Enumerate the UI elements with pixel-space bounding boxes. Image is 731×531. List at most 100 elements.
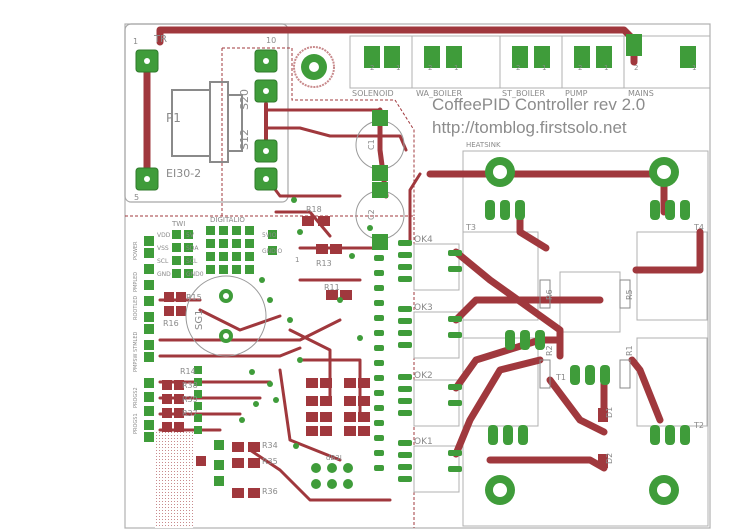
ref-one-label: 1 bbox=[295, 256, 299, 264]
opto-pads bbox=[398, 240, 462, 482]
twi-pin-3: GND bbox=[157, 271, 171, 278]
mount-hole-top bbox=[293, 46, 335, 88]
dio-right-0: 5VIO bbox=[262, 232, 277, 239]
pin2-0: 2 bbox=[370, 64, 374, 72]
twi-label: TWI bbox=[171, 220, 185, 228]
resistor-label-r39: R39 bbox=[182, 395, 198, 404]
resistor-label-r16: R16 bbox=[163, 319, 179, 328]
resistor-label-r13: R13 bbox=[316, 259, 332, 268]
s20-label: S20 bbox=[238, 89, 251, 110]
pin2-4: 2 bbox=[634, 64, 638, 72]
resistor-label-r34: R34 bbox=[262, 441, 278, 450]
dio-right-1: GNDIO bbox=[262, 248, 283, 255]
misc-label-r2: R2 bbox=[545, 345, 554, 356]
resistor-label-r38: R38 bbox=[182, 381, 198, 390]
twi-pin-0: VDD bbox=[157, 232, 171, 239]
sg1-label: SG1 bbox=[194, 310, 205, 330]
left-label-pmpsw: PMPSW bbox=[133, 353, 139, 372]
misc-label-r1: R1 bbox=[625, 345, 634, 356]
resistor-label-r11: R11 bbox=[324, 283, 340, 292]
relay-outline bbox=[171, 81, 243, 163]
heatsink-components bbox=[539, 279, 631, 389]
s12-label: S12 bbox=[238, 129, 251, 150]
pin2-2: 2 bbox=[516, 64, 520, 72]
opto-label-ok2: OK2 bbox=[414, 371, 433, 381]
mcu-pads bbox=[374, 240, 384, 471]
resistor-label-r36: R36 bbox=[262, 487, 278, 496]
resistor-pads bbox=[162, 216, 370, 498]
heatsink-pads bbox=[485, 157, 679, 505]
transformer-pin5: 5 bbox=[134, 193, 139, 202]
left-label-rootled: ROOTLED bbox=[133, 296, 139, 320]
pin1-1: 1 bbox=[454, 64, 458, 72]
misc-pads bbox=[194, 366, 353, 489]
transistor-label-t2: T2 bbox=[693, 421, 704, 430]
board-url: http://tomblog.firstsolo.net bbox=[432, 118, 627, 137]
triac-body-t4 bbox=[636, 231, 708, 321]
resistor-label-r15: R15 bbox=[186, 293, 202, 302]
left-label-stmled: STMLED bbox=[133, 332, 139, 352]
resistor-label-r14: R14 bbox=[180, 367, 196, 376]
connector-label-mains: MAINS bbox=[628, 89, 654, 98]
misc-label-r5: R5 bbox=[625, 289, 634, 300]
misc-label-r6: R6 bbox=[545, 289, 554, 300]
resistor-label-r18: R18 bbox=[306, 205, 322, 214]
left-label-power: POWER bbox=[133, 241, 139, 260]
twi-value-0: 5V bbox=[186, 232, 195, 239]
twi-pin-1: VSS bbox=[157, 245, 169, 252]
pin2-3: 2 bbox=[578, 64, 582, 72]
capacitor-c2 bbox=[355, 190, 405, 240]
left-label-progs1: PROGS1 bbox=[133, 413, 139, 434]
terminal-blocks bbox=[349, 35, 711, 89]
opto-label-ok3: OK3 bbox=[414, 303, 433, 313]
transformer-pads bbox=[135, 49, 278, 191]
transistor-label-t4: T4 bbox=[693, 223, 704, 232]
connector-label-pump: PUMP bbox=[565, 89, 588, 98]
connector-label-wa_boiler: WA_BOILER bbox=[416, 89, 462, 98]
transistor-pads bbox=[485, 200, 690, 445]
pin1-3: 1 bbox=[604, 64, 608, 72]
triac-body-t3 bbox=[462, 231, 539, 321]
digitalio-label: DIGITALIO bbox=[210, 216, 245, 224]
terminal-pads bbox=[364, 34, 696, 68]
ic-label: dB3I bbox=[326, 454, 342, 462]
connector-label-st_boiler: ST_BOILER bbox=[502, 89, 545, 98]
opto-label-ok4: OK4 bbox=[414, 235, 433, 245]
transformer-pin10: 10 bbox=[266, 36, 276, 45]
misc-label-d2: D2 bbox=[605, 453, 614, 464]
connector-label-solenoid: SOLENOID bbox=[352, 89, 394, 98]
left-label-progs2: PROGS2 bbox=[133, 387, 139, 408]
transformer-ref: TR bbox=[153, 34, 167, 45]
buzzer-sg1 bbox=[185, 275, 267, 357]
c1-label: C1 bbox=[367, 139, 376, 150]
pin1-2: 1 bbox=[542, 64, 546, 72]
transformer-pin1: 1 bbox=[133, 37, 138, 46]
hatched-area bbox=[155, 432, 193, 528]
twi-pin-2: SCL bbox=[157, 258, 169, 265]
heatsink-label: HEATSINK bbox=[466, 141, 501, 149]
dashed-zone-top bbox=[221, 47, 415, 216]
pin1-0: 1 bbox=[396, 64, 400, 72]
vias bbox=[239, 197, 373, 449]
pin2-1: 2 bbox=[428, 64, 432, 72]
header-pads bbox=[172, 226, 277, 278]
board-outline bbox=[124, 23, 711, 529]
board-title: CoffeePID Controller rev 2.0 bbox=[432, 95, 645, 114]
resistor-label-r37: R37 bbox=[182, 409, 198, 418]
transformer-value: EI30-2 bbox=[166, 167, 201, 180]
twi-value-2: SCL bbox=[186, 258, 198, 265]
misc-label-d1: D1 bbox=[605, 407, 614, 418]
p1-label: P1 bbox=[166, 111, 181, 125]
c2-label: C2 bbox=[367, 209, 376, 220]
transistor-label-t3: T3 bbox=[465, 223, 476, 232]
left-side-pads bbox=[144, 236, 154, 442]
pin1-4: 1 bbox=[692, 64, 696, 72]
opto-label-ok1: OK1 bbox=[414, 437, 433, 447]
twi-value-1: SDA bbox=[186, 245, 199, 252]
resistor-label-r35: R35 bbox=[262, 457, 278, 466]
transistor-label-t1: T1 bbox=[555, 373, 566, 382]
twi-value-3: GND0 bbox=[186, 271, 204, 278]
left-label-pmpled: PMPLED bbox=[133, 272, 139, 292]
transformer-outline bbox=[124, 23, 289, 203]
